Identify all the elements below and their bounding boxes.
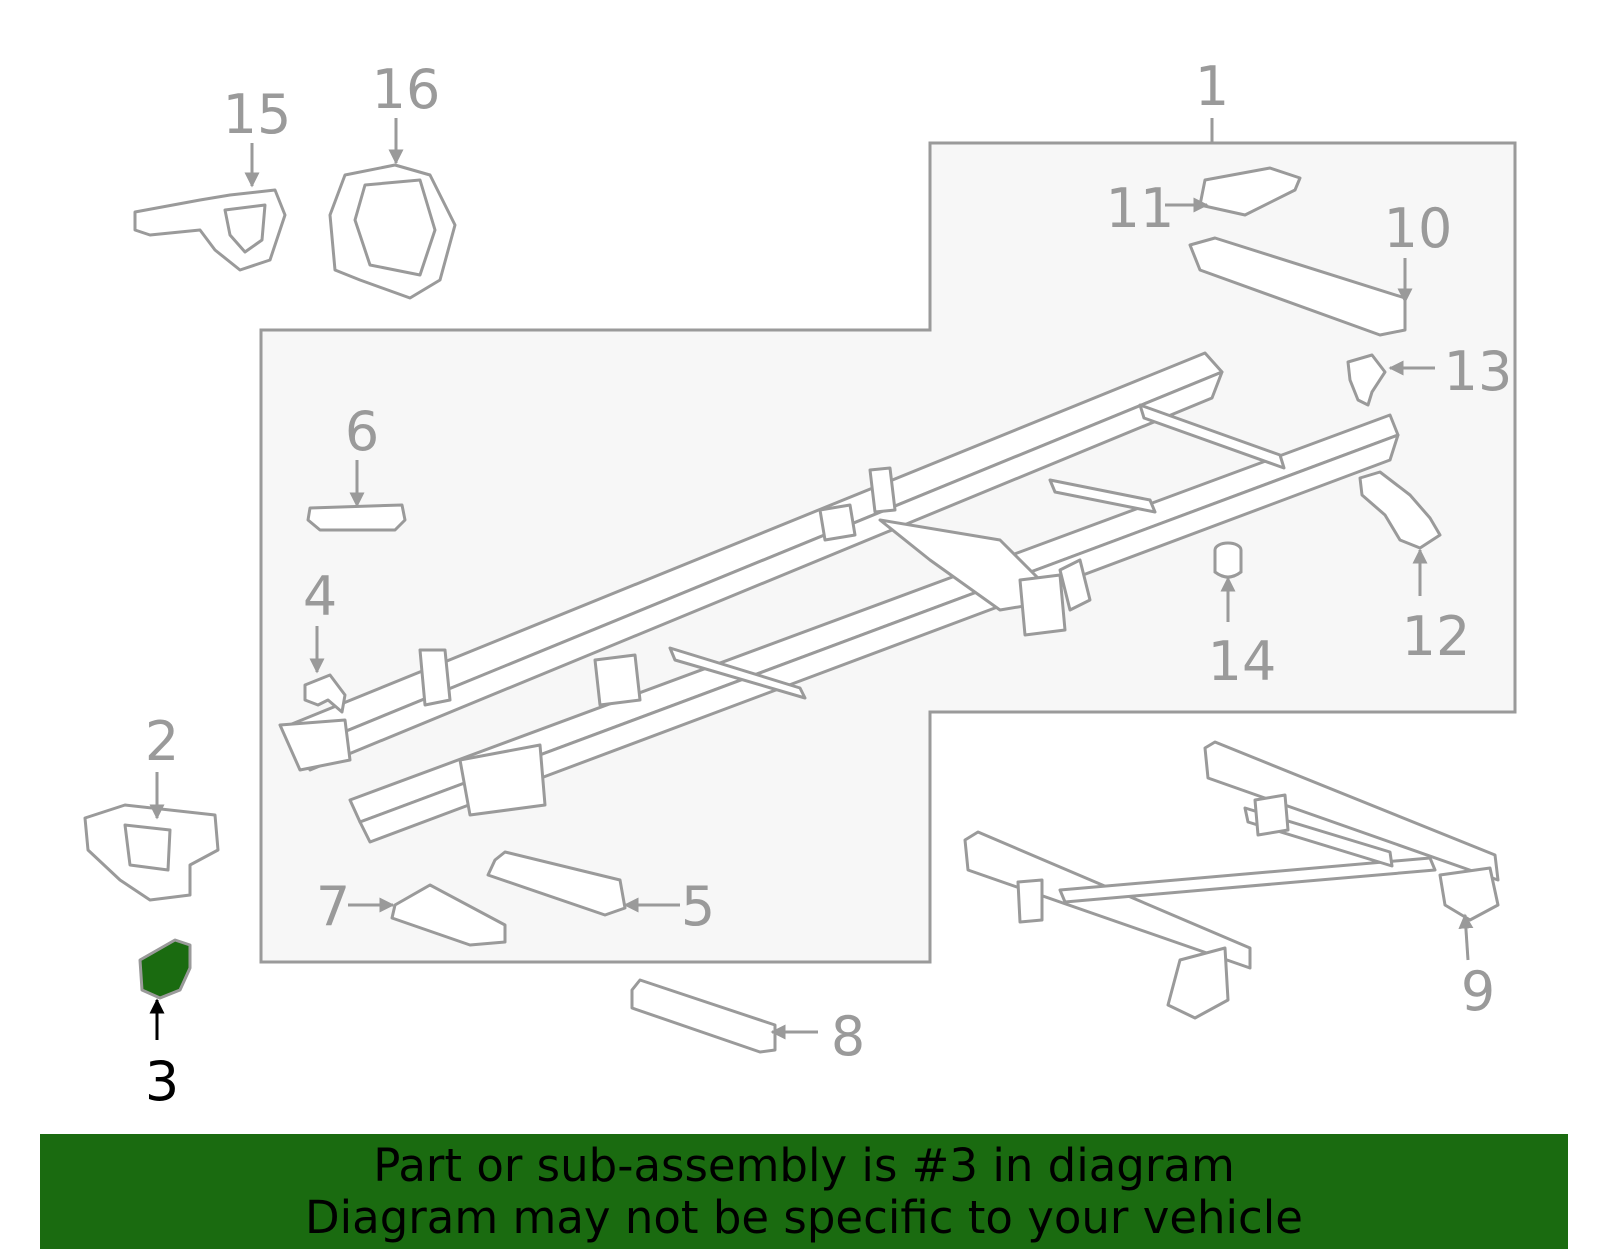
callout-14: 14 — [1208, 630, 1277, 693]
frame-assembly — [278, 351, 1400, 844]
callout-12: 12 — [1402, 605, 1471, 668]
part-3-highlighted — [138, 938, 192, 1000]
callout-16: 16 — [372, 58, 441, 121]
part-2-mount — [83, 803, 220, 902]
callout-11: 11 — [1106, 177, 1175, 240]
callout-15: 15 — [223, 83, 292, 146]
callout-5: 5 — [681, 875, 715, 938]
part-13-clip — [1346, 353, 1387, 407]
part-4-bracket — [303, 673, 347, 714]
part-9-rear-frame — [963, 740, 1500, 1020]
callout-9: 9 — [1461, 960, 1495, 1023]
callout-7: 7 — [316, 875, 350, 938]
part-10-crossmember — [1188, 236, 1407, 337]
callout-13: 13 — [1444, 340, 1513, 403]
callout-8: 8 — [831, 1005, 865, 1068]
part-16-bracket — [328, 163, 457, 300]
leader-lines — [149, 118, 1474, 1040]
callout-6: 6 — [345, 400, 379, 463]
part-6-block — [306, 503, 407, 532]
callout-10: 10 — [1384, 197, 1453, 260]
part-12-bracket — [1358, 470, 1442, 550]
info-banner: Part or sub-assembly is #3 in diagram Di… — [40, 1134, 1568, 1249]
part-14-mount — [1213, 541, 1243, 579]
part-7-bracket — [390, 883, 507, 947]
banner-line-2: Diagram may not be specific to your vehi… — [305, 1190, 1303, 1244]
callout-3-highlighted: 3 — [145, 1050, 179, 1113]
banner-background — [40, 1134, 1568, 1249]
part-15-bracket — [133, 188, 287, 272]
part-8-rail — [630, 978, 777, 1054]
callout-4: 4 — [303, 565, 337, 628]
callout-1: 1 — [1195, 55, 1229, 118]
callout-2: 2 — [145, 710, 179, 773]
banner-line-1: Part or sub-assembly is #3 in diagram — [373, 1138, 1235, 1192]
